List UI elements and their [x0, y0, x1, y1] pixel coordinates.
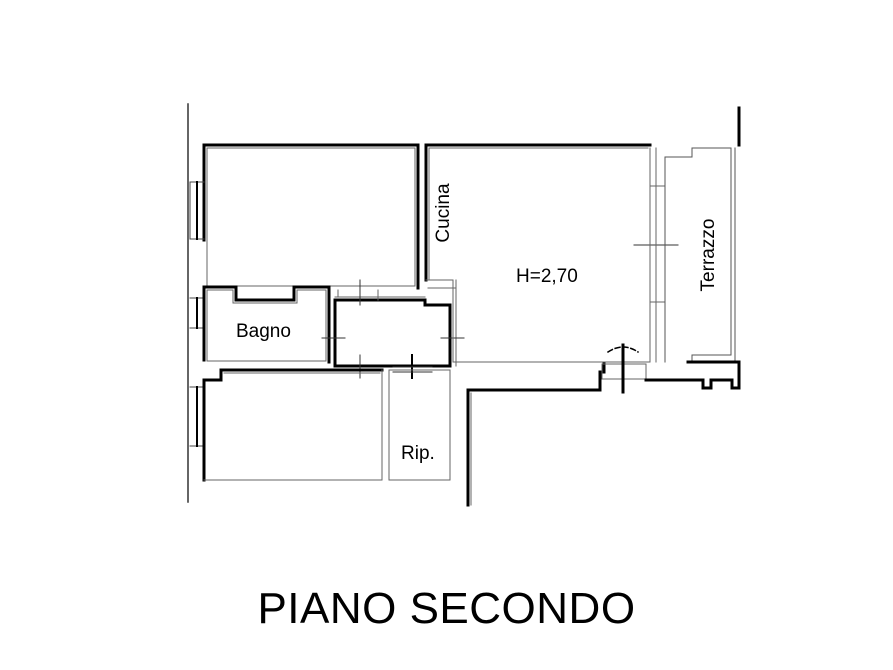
- label-cucina: Cucina: [433, 183, 454, 243]
- room-bedroom-bottom: [202, 368, 384, 482]
- window-left-1: [189, 181, 205, 240]
- label-bagno: Bagno: [236, 321, 291, 342]
- room-terrazzo: [664, 147, 741, 390]
- floor-title: PIANO SECONDO: [257, 584, 636, 633]
- label-ripostiglio: Rip.: [401, 443, 435, 464]
- entrance-walls: [466, 343, 741, 507]
- label-terrazzo: Terrazzo: [698, 218, 719, 292]
- room-cucina-living: [424, 143, 666, 363]
- room-disimpegno: [333, 279, 457, 368]
- room-bedroom-top: [202, 143, 420, 290]
- label-ceiling-height: H=2,70: [516, 266, 578, 287]
- door-marks: [321, 244, 679, 379]
- room-bagno: [202, 285, 331, 364]
- window-left-3: [189, 386, 205, 447]
- window-left-2: [189, 297, 205, 329]
- room-ripostiglio: [388, 369, 451, 481]
